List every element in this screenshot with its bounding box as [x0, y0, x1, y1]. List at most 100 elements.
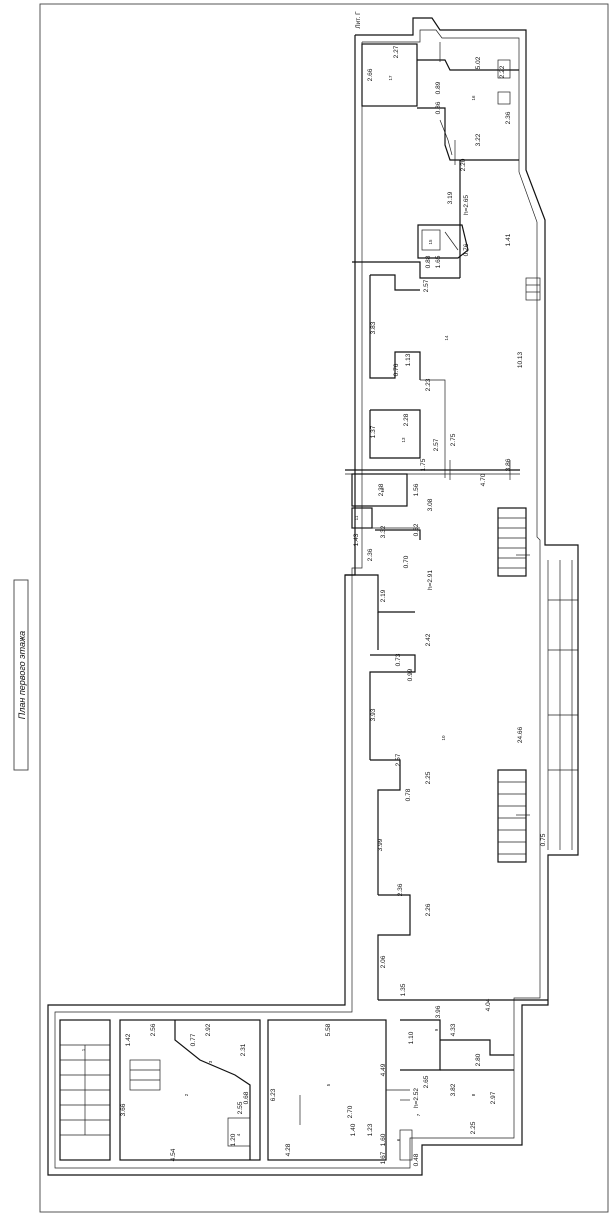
dim-label: 0.76 [463, 243, 470, 256]
dim-label: 3.82 [450, 1083, 457, 1096]
dim-label: 4.04 [485, 998, 492, 1011]
room-tag: 11 [354, 515, 359, 520]
dim-label: 1.37 [370, 425, 377, 438]
dim-label: 2.56 [150, 1023, 157, 1036]
dim-label: 2.25 [425, 771, 432, 784]
dim-label: h=2.65 [463, 195, 470, 215]
dim-label: 2.57 [423, 279, 430, 292]
dim-label: 4.70 [480, 473, 487, 486]
dim-label: 4.49 [380, 1063, 387, 1076]
sheet-frame [39, 3, 609, 1213]
room-tag: 7 [416, 1113, 421, 1116]
dim-label: 3.22 [475, 133, 482, 146]
north-rooms [361, 43, 519, 161]
dim-label: 1.23 [367, 1123, 374, 1136]
dim-label: 24.66 [517, 726, 524, 743]
dim-label: 3.83 [370, 321, 377, 334]
dim-label: 0.78 [405, 788, 412, 801]
dim-label: 1.10 [408, 1031, 415, 1044]
dim-label: 2.80 [475, 1053, 482, 1066]
dim-label: 3.99 [377, 838, 384, 851]
room-tag: 3 [208, 1060, 213, 1063]
dim-label: 2.55 [237, 1101, 244, 1114]
dim-label: 2.26 [425, 903, 432, 916]
dim-label: 2.38 [378, 483, 385, 496]
dim-label: 0.48 [413, 1153, 420, 1166]
dim-label: 1.35 [400, 983, 407, 996]
dim-label: 4.33 [450, 1023, 457, 1036]
room-tag: 17 [388, 75, 393, 81]
dim-label: 0.75 [540, 833, 547, 846]
dim-label: 2.75 [450, 433, 457, 446]
dim-label: 3.08 [427, 498, 434, 511]
dim-label: 5.02 [475, 56, 482, 69]
dim-label: 1.56 [413, 483, 420, 496]
dim-label: 2.36 [505, 111, 512, 124]
caption-box: План первого этажа [13, 579, 29, 771]
small-stair [417, 224, 469, 259]
dim-label: 0.68 [243, 1091, 250, 1104]
exterior-walls [47, 17, 579, 1176]
dim-label: 2.28 [403, 413, 410, 426]
dim-label: 1.67 [380, 1151, 387, 1164]
plan-caption: План первого этажа [17, 631, 27, 719]
room-tag: 15 [428, 239, 433, 245]
dim-label: 4.54 [170, 1148, 177, 1161]
dim-label: 3.32 [380, 525, 387, 538]
dim-label: 0.88 [425, 255, 432, 268]
dim-label: 10.13 [517, 351, 524, 368]
dim-label: 2.57 [395, 753, 402, 766]
dim-label: 2.20 [460, 158, 467, 171]
dim-label: 0.77 [190, 1033, 197, 1046]
dim-label: 2.19 [380, 589, 387, 602]
dim-label: 3.96 [435, 1005, 442, 1018]
dim-label: 0.62 [413, 523, 420, 536]
room-tag: 5 [326, 1083, 331, 1086]
dim-label: 2.22 [499, 65, 506, 78]
dim-label: 2.23 [425, 378, 432, 391]
dim-label: 2.57 [433, 438, 440, 451]
dim-label: 1.42 [125, 1033, 132, 1046]
dim-label: 2.66 [367, 68, 374, 81]
dim-label: 1.65 [435, 255, 442, 268]
dim-label: 2.97 [490, 1091, 497, 1104]
dim-label: 0.76 [393, 363, 400, 376]
room-tag: 13 [401, 437, 406, 443]
dim-label: 3.66 [120, 1103, 127, 1116]
dim-label: 2.42 [425, 633, 432, 646]
dim-label: 3.19 [447, 191, 454, 204]
dim-label: 2.70 [347, 1105, 354, 1118]
room-tag: 1 [81, 1048, 86, 1051]
dim-label: 1.75 [420, 458, 427, 471]
dim-label: 4.28 [285, 1143, 292, 1156]
room-tag: 12 [380, 487, 385, 493]
dim-label: 1.13 [405, 353, 412, 366]
dim-label: 1.41 [505, 233, 512, 246]
dim-label: h=2.52 [413, 1088, 420, 1108]
dim-label: h=2.91 [427, 570, 434, 590]
dim-label: 3.86 [505, 458, 512, 471]
dim-label: 1.20 [230, 1133, 237, 1146]
dim-label: 2.92 [205, 1023, 212, 1036]
dim-label: 2.65 [423, 1075, 430, 1088]
mid-rooms [345, 473, 421, 1000]
dim-label: 0.70 [403, 555, 410, 568]
dim-label: 2.25 [470, 1121, 477, 1134]
dim-label: 0.99 [407, 668, 414, 681]
entrance-stairs [497, 277, 541, 863]
dimension-labels: 2.27 2.66 5.02 0.86 0.89 2.22 2.36 3.22 … [120, 45, 547, 1166]
room-tag: 8 [471, 1093, 476, 1096]
door-marks [299, 42, 530, 1125]
dim-label: 3.93 [370, 708, 377, 721]
dim-label: 6.23 [270, 1088, 277, 1101]
dim-label: 0.86 [435, 101, 442, 114]
facade-windows [547, 560, 578, 850]
upper-corridor [345, 160, 520, 478]
dim-label: 1.43 [353, 533, 360, 546]
room-tag: 2 [184, 1093, 189, 1096]
dim-label: 0.89 [435, 81, 442, 94]
dim-label: 5.58 [325, 1023, 332, 1036]
dim-label: 2.31 [240, 1043, 247, 1056]
dim-label: 1.60 [380, 1133, 387, 1146]
